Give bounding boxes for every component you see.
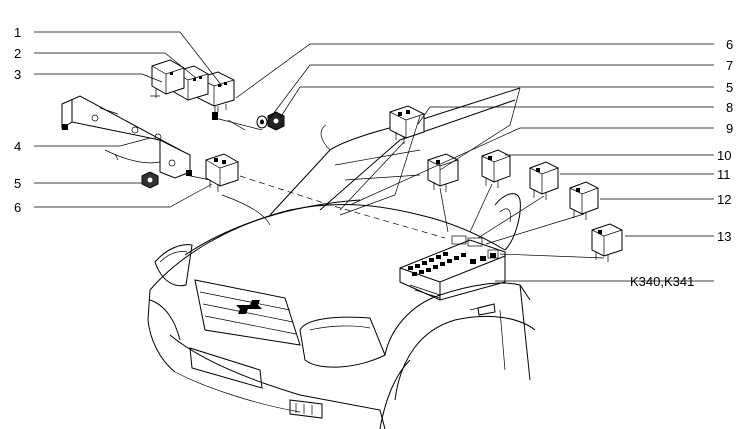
callout-10: 10: [717, 148, 731, 163]
callout-3: 3: [14, 67, 21, 82]
relay-3: [150, 59, 185, 98]
relay-9: [481, 149, 511, 188]
callout-13: 13: [717, 229, 731, 244]
callout-labels: 1 2 3 4 5 6 6 7 5 8 9 10 11 12 13 K340,K…: [14, 25, 733, 289]
nut-5-left: [141, 171, 159, 189]
stud-5-right: [212, 106, 218, 120]
callout-4: 4: [14, 139, 21, 154]
relay-13: [591, 223, 623, 262]
nut-7: [267, 111, 285, 131]
relay-11: [529, 161, 559, 200]
bracket-assembly: [61, 95, 192, 179]
callout-6-left: 6: [14, 200, 21, 215]
relay-12: [569, 181, 599, 220]
callout-12: 12: [717, 192, 731, 207]
relay-8: [389, 105, 425, 144]
callout-5-left: 5: [14, 176, 21, 191]
washer-6-right: [256, 115, 268, 129]
callout-1: 1: [14, 25, 21, 40]
relay-6-left: [205, 153, 239, 192]
callout-5-right: 5: [726, 80, 733, 95]
callout-9: 9: [726, 121, 733, 136]
callout-8: 8: [726, 100, 733, 115]
leader-lines: [34, 31, 714, 282]
callout-11: 11: [717, 167, 731, 182]
callout-6-right: 6: [726, 37, 733, 52]
relay-10: [427, 153, 459, 192]
callout-2: 2: [14, 46, 21, 61]
vehicle-front: [147, 87, 536, 429]
fuse-relay-box: [399, 235, 506, 301]
callout-fusebox: K340,K341: [630, 274, 694, 289]
callout-7: 7: [726, 58, 733, 73]
